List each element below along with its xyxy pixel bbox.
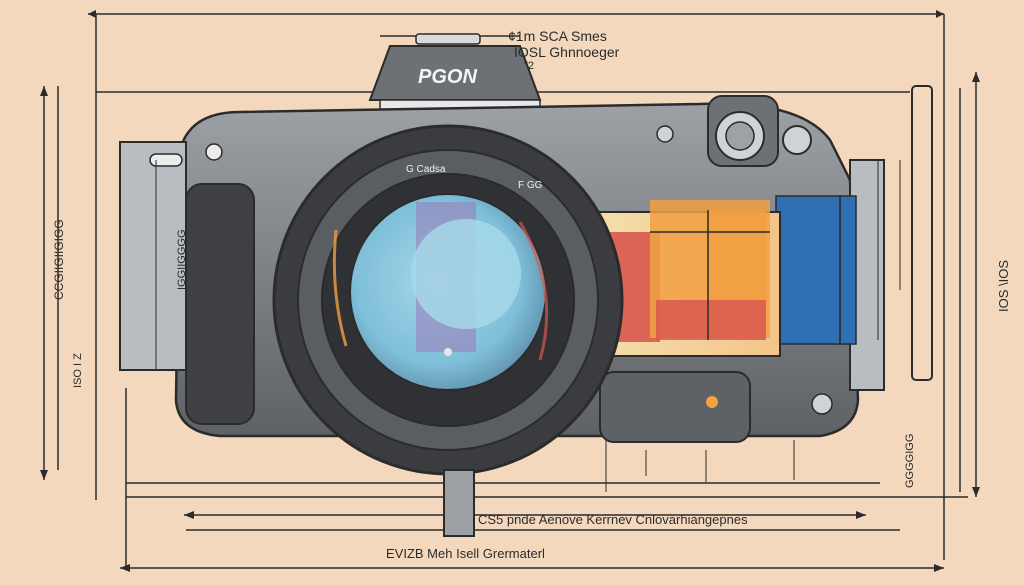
hand-grip [185,183,255,425]
right-vertical-label-2: GGGGIGG [904,433,916,488]
left-vertical-label-2: IGGIIGGGG [176,229,188,290]
left-vertical-label-1: CCGIIGIIGIGG [52,219,66,300]
lens-text-right: F GG [518,180,543,191]
top-spec-small: "2 [524,60,535,72]
shutter-button-icon [782,125,812,155]
tripod-mount [443,469,475,537]
brand-logo: PGON [418,66,477,88]
bottom-caption-line-1: CS5 pnde Aenove Kerrnev Cnlovarhiangepne… [478,512,748,527]
bottom-caption-line-2: EVIZB Meh Isell Grermaterl [386,546,545,561]
right-vertical-label-1: IOS \IOS [996,259,1011,312]
left-vertical-label-3: ISO I Z [72,353,84,388]
top-spec-line-2: IOSL Ghnnoeger [514,44,620,60]
arrow-heads [40,10,980,572]
lens-assembly [272,124,624,476]
lens-text-left: G Cadsa [406,164,446,175]
top-spec-line-1: ¢1m SCA Smes [508,28,607,44]
